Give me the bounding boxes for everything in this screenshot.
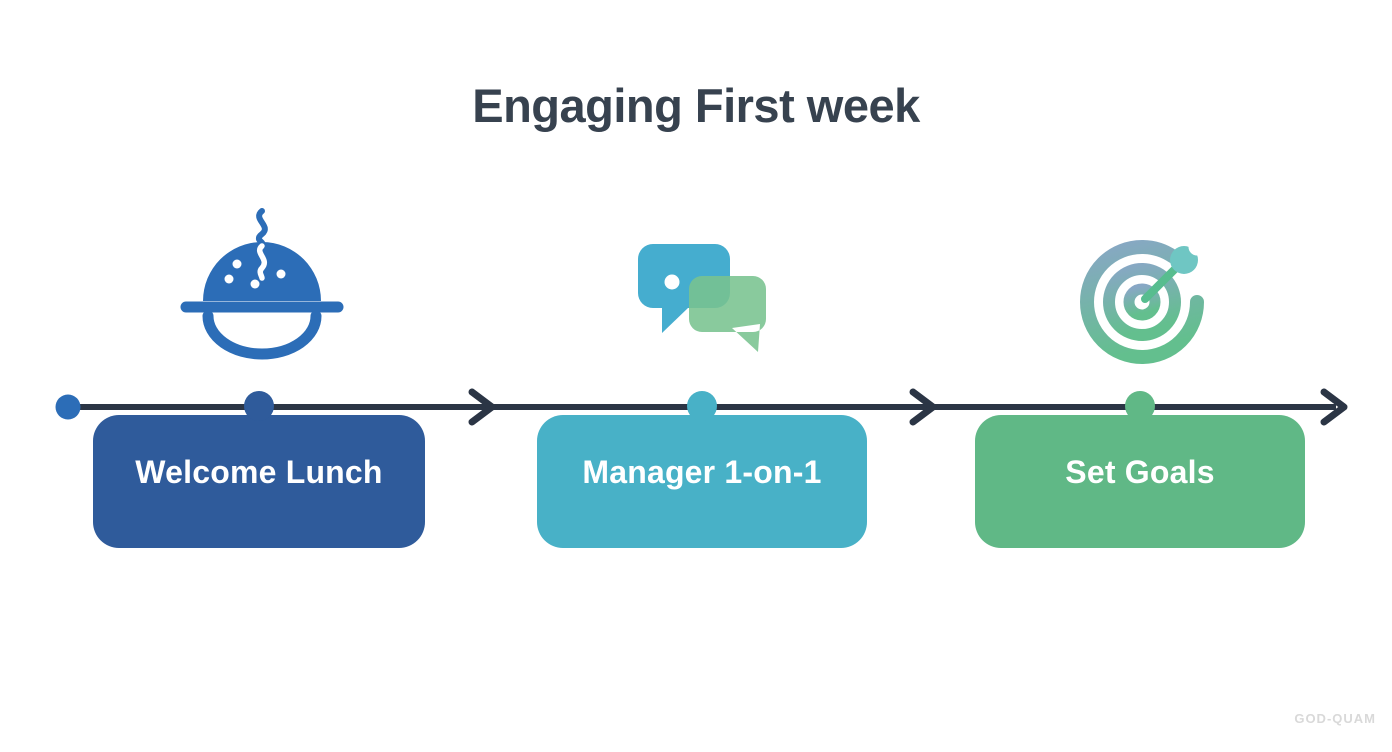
target-wrench-icon [1072, 230, 1212, 370]
page-title: Engaging First week [472, 79, 920, 132]
timeline-start-dot [55, 394, 81, 420]
food-bowl-icon [178, 208, 346, 360]
step-label: Manager 1-on-1 [582, 454, 822, 490]
arrowhead-icon [468, 388, 496, 426]
step-welcome-lunch: Welcome Lunch [93, 415, 425, 548]
arrowhead-icon [1320, 388, 1348, 426]
step-manager-1-on-1: Manager 1-on-1 [537, 415, 867, 548]
step-label: Set Goals [1065, 454, 1215, 490]
arrowhead-icon [909, 388, 937, 426]
step-set-goals: Set Goals [975, 415, 1305, 548]
step-label: Welcome Lunch [135, 454, 383, 490]
chat-bubbles-icon [636, 240, 770, 358]
watermark: GOD-QUAM [1294, 711, 1376, 726]
